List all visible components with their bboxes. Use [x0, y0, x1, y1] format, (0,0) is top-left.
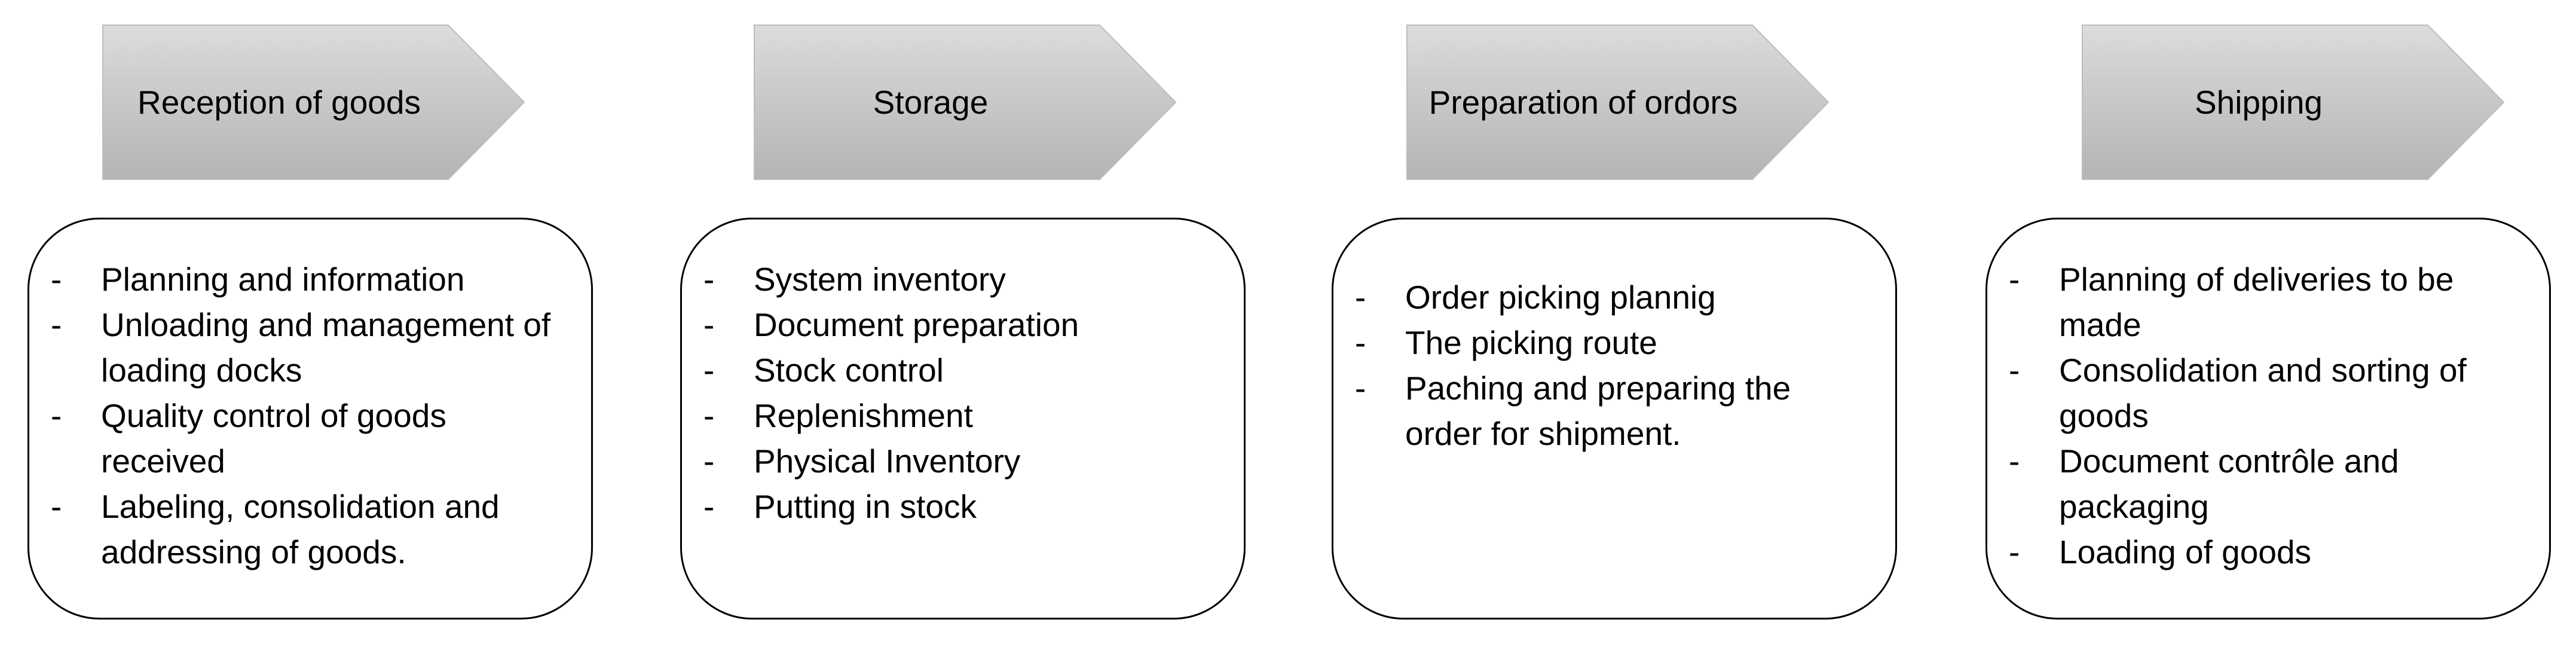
chevron-arrow-shape: [2082, 25, 2505, 180]
list-item: Document contrôle and packaging: [2009, 438, 2525, 529]
step-1-chevron: Reception of goods: [102, 25, 525, 180]
list-item: Planning of deliveries to be made: [2009, 257, 2525, 347]
step-2-title: Storage: [873, 84, 989, 121]
step-3-task-list: Order picking plannig The picking route …: [1355, 274, 1871, 456]
step-storage: Storage System inventory Document prepar…: [680, 0, 1248, 650]
list-item: Unloading and management of loading dock…: [51, 302, 567, 393]
step-2-task-box: System inventory Document preparation St…: [680, 218, 1246, 620]
list-item: Planning and information: [51, 257, 567, 302]
list-item: Quality control of goods received: [51, 393, 567, 484]
step-2-task-list: System inventory Document preparation St…: [703, 257, 1220, 529]
step-1-task-box: Planning and information Unloading and m…: [27, 218, 593, 620]
step-3-title: Preparation of ordors: [1428, 84, 1738, 121]
step-1-title: Reception of goods: [137, 84, 421, 121]
list-item: Consolidation and sorting of goods: [2009, 347, 2525, 438]
list-item: The picking route: [1355, 320, 1871, 365]
list-item: Putting in stock: [703, 484, 1220, 529]
step-1-task-list: Planning and information Unloading and m…: [51, 257, 567, 575]
chevron-arrow-shape: [1406, 25, 1829, 180]
list-item: Document preparation: [703, 302, 1220, 347]
step-4-task-box: Planning of deliveries to be made Consol…: [1985, 218, 2551, 620]
step-2-chevron: Storage: [754, 25, 1177, 180]
list-item: System inventory: [703, 257, 1220, 302]
step-shipping: Shipping Planning of deliveries to be ma…: [1985, 0, 2554, 650]
list-item: Loading of goods: [2009, 529, 2525, 575]
step-preparation-of-orders: Preparation of ordors Order picking plan…: [1332, 0, 1899, 650]
chevron-arrow-shape: [754, 25, 1177, 180]
list-item: Replenishment: [703, 393, 1220, 438]
list-item: Stock control: [703, 347, 1220, 393]
step-4-task-list: Planning of deliveries to be made Consol…: [2009, 257, 2525, 575]
chevron-arrow-shape: [102, 25, 525, 180]
step-3-task-box: Order picking plannig The picking route …: [1332, 218, 1897, 620]
list-item: Paching and preparing the order for ship…: [1355, 365, 1871, 456]
step-4-title: Shipping: [2194, 84, 2323, 121]
step-4-chevron: Shipping: [2082, 25, 2505, 180]
list-item: Physical Inventory: [703, 438, 1220, 484]
list-item: Order picking plannig: [1355, 274, 1871, 320]
step-reception-of-goods: Reception of goods Planning and informat…: [27, 0, 595, 650]
step-3-chevron: Preparation of ordors: [1406, 25, 1829, 180]
list-item: Labeling, consolidation and addressing o…: [51, 484, 567, 575]
